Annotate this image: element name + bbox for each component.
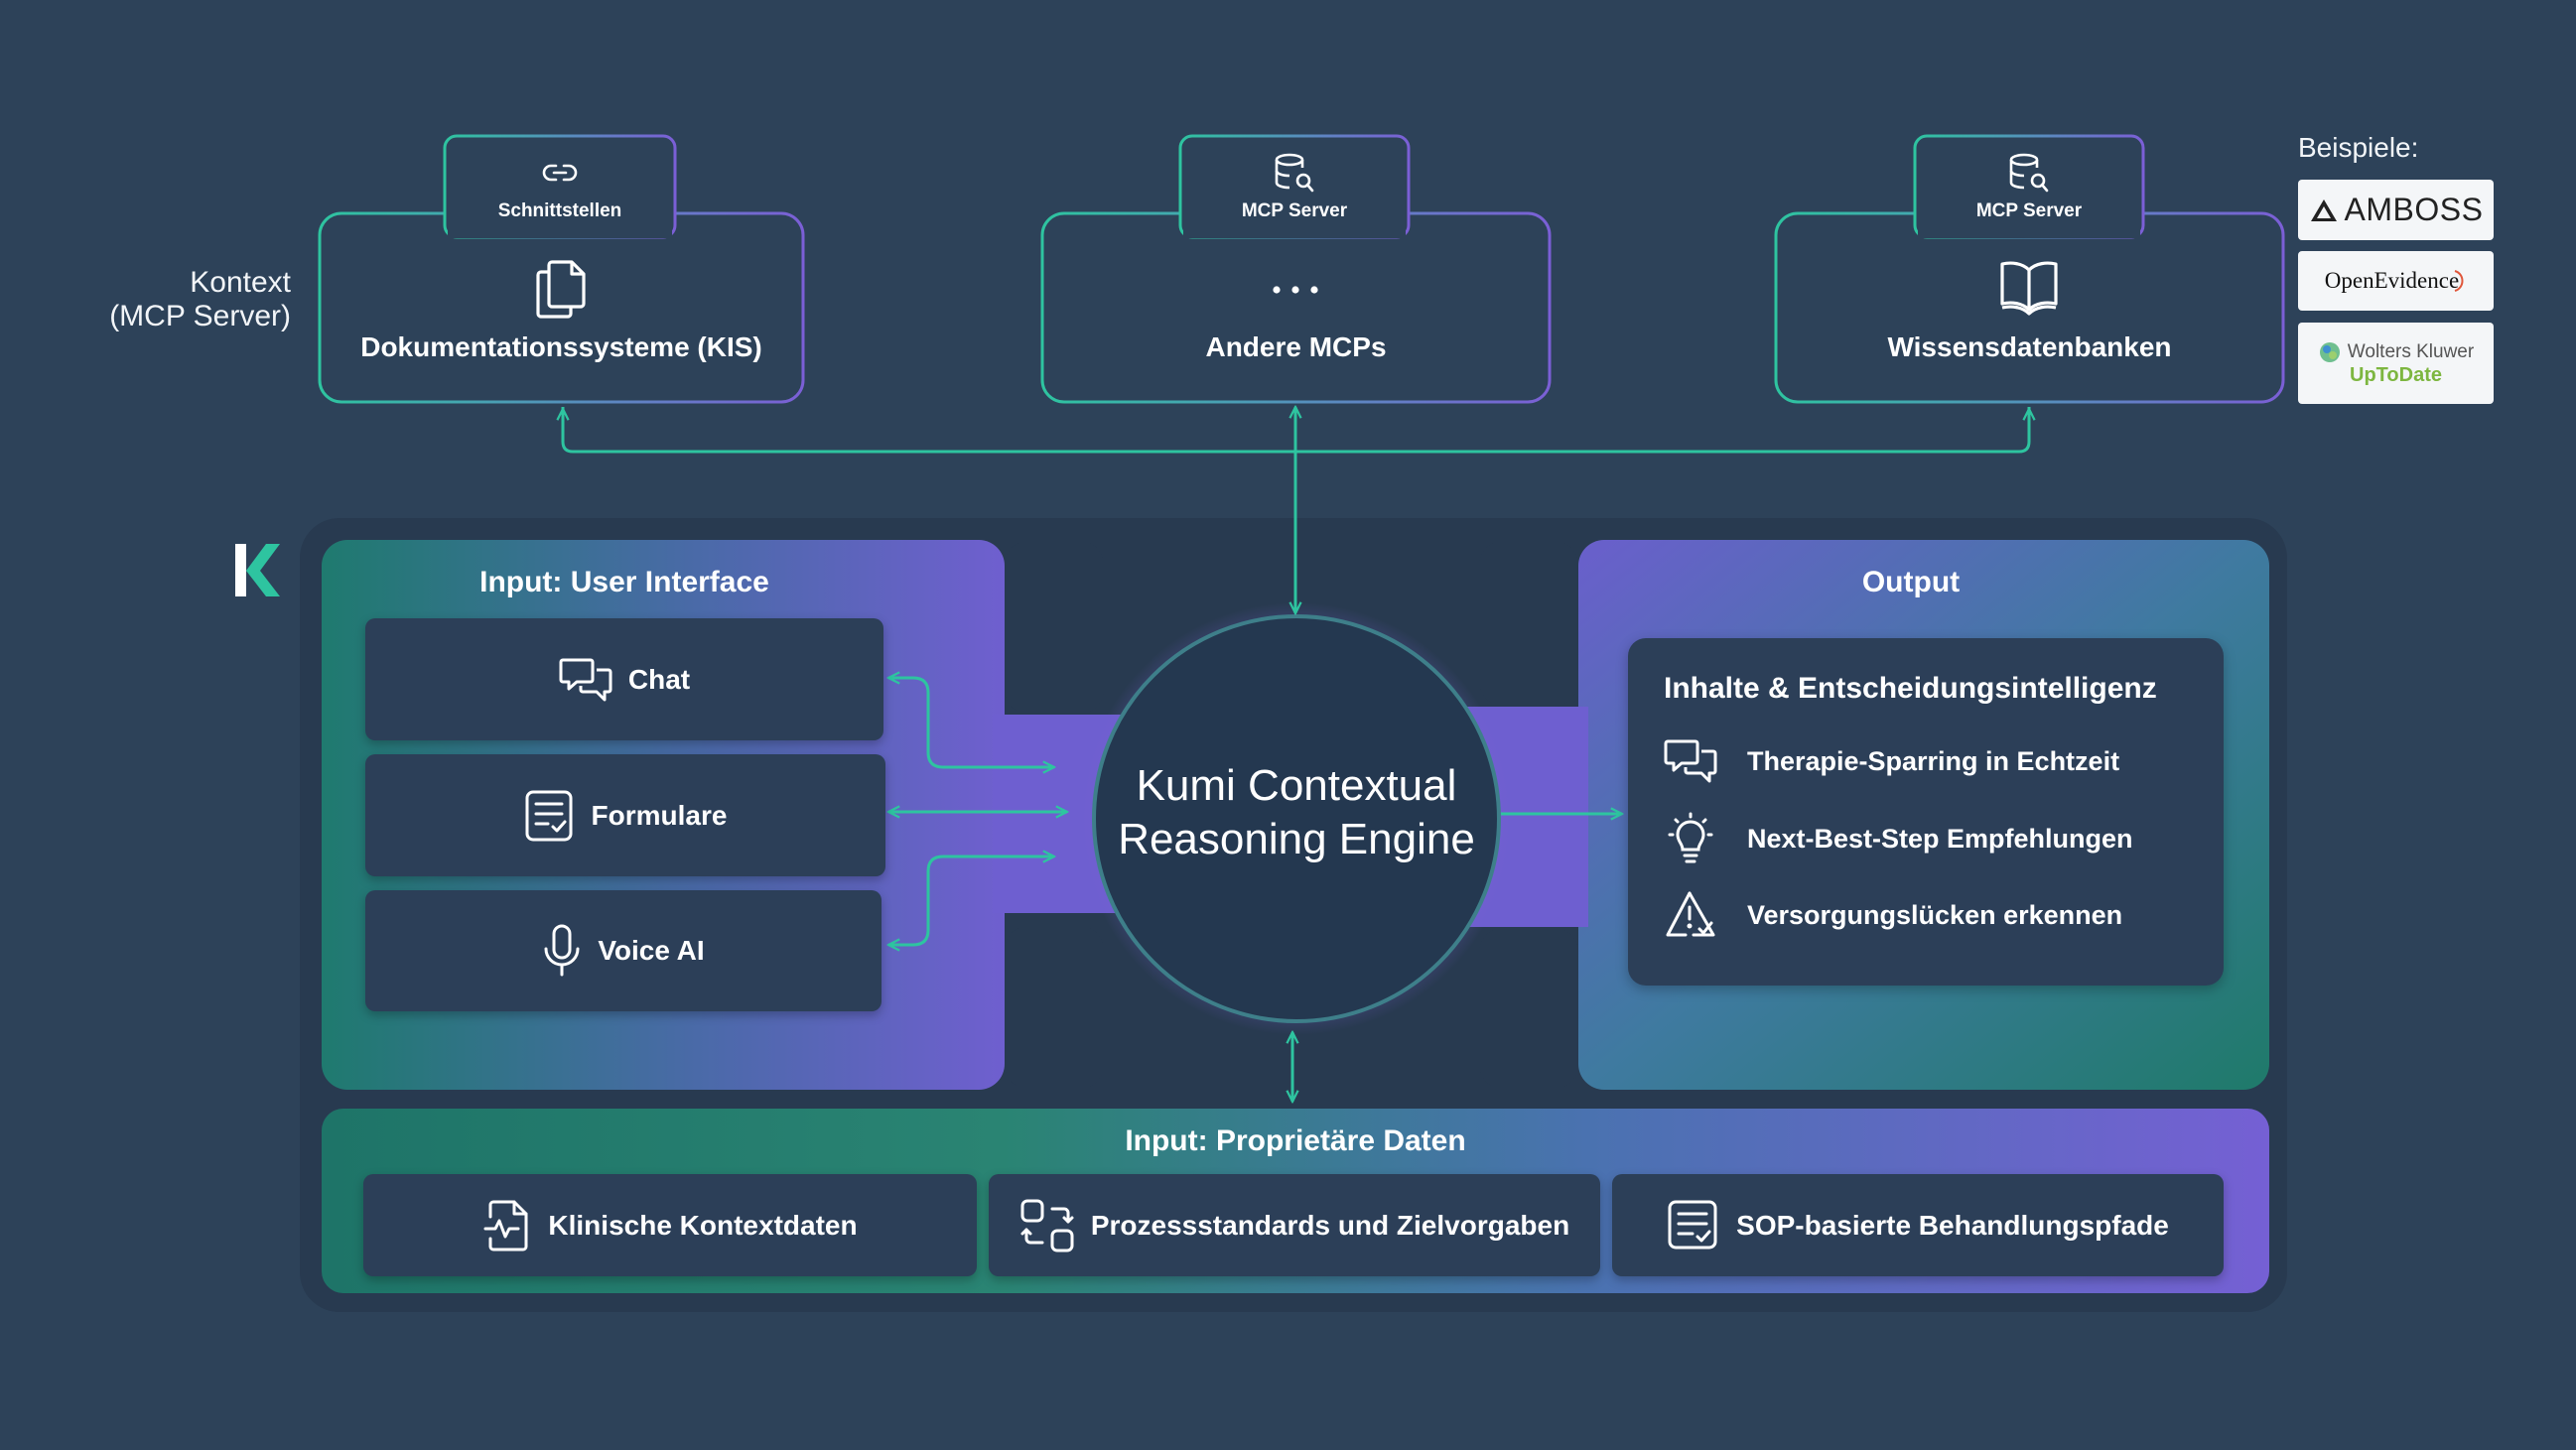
- microphone-icon: [544, 924, 580, 977]
- logo-amboss: AMBOSS: [2298, 180, 2494, 240]
- input-item-label: Voice AI: [598, 935, 705, 966]
- amboss-logo-icon: [2310, 198, 2337, 221]
- output-item-label: Therapie-Sparring in Echtzeit: [1747, 745, 2120, 776]
- output-card-title: Inhalte & Entscheidungsintelligenz: [1664, 672, 2157, 705]
- engine-circle: [1092, 614, 1501, 1023]
- logo-uptodate: Wolters Kluwer UpToDate: [2298, 323, 2494, 404]
- engine-label: Kumi Contextual Reasoning Engine: [1118, 761, 1475, 863]
- wolters-kluwer-globe-icon: [2319, 341, 2340, 362]
- checklist-icon: [1668, 1200, 1717, 1249]
- context-tab-label: MCP Server: [1975, 200, 2083, 221]
- output-title: Output: [1861, 566, 1961, 598]
- warning-check-icon: [1666, 891, 1715, 937]
- context-tab-schnittstellen: Schnittstellen: [445, 151, 675, 236]
- context-box-title: Wissensdatenbanken: [1887, 331, 2172, 362]
- proprietary-item-klinische[interactable]: Klinische Kontextdaten: [363, 1174, 977, 1276]
- context-box-mcps: [1040, 134, 1552, 404]
- ellipsis-icon: [1269, 282, 1322, 303]
- chat-bubbles-icon: [559, 658, 612, 701]
- logo-openevidence: OpenEvidence: [2298, 251, 2494, 311]
- proprietary-item-label: Prozessstandards und Zielvorgaben: [1090, 1209, 1570, 1241]
- output-item-label: Next-Best-Step Empfehlungen: [1747, 823, 2133, 854]
- output-item: Therapie-Sparring in Echtzeit: [1664, 735, 2119, 787]
- lightbulb-icon: [1668, 812, 1713, 863]
- form-icon: [525, 790, 573, 841]
- proprietary-item-label: SOP-basierte Behandlungspfade: [1736, 1209, 2169, 1241]
- documents-icon: [532, 258, 590, 325]
- pulse-document-icon: [483, 1200, 528, 1251]
- database-search-icon: [1273, 153, 1316, 199]
- context-label: Kontext (MCP Server): [109, 266, 291, 332]
- database-search-icon: [2007, 153, 2051, 199]
- input-item-formulare[interactable]: Formulare: [365, 754, 885, 876]
- output-item-label: Versorgungslücken erkennen: [1747, 899, 2123, 930]
- context-tab-mcp-server: MCP Server: [1915, 151, 2143, 236]
- proprietary-title: Input: Proprietäre Daten: [1125, 1124, 1466, 1157]
- input-item-voice-ai[interactable]: Voice AI: [365, 890, 881, 1011]
- open-book-icon: [1997, 258, 2061, 323]
- output-item: Versorgungslücken erkennen: [1664, 889, 2122, 941]
- input-item-label: Chat: [627, 663, 691, 695]
- proprietary-item-prozess[interactable]: Prozessstandards und Zielvorgaben: [989, 1174, 1600, 1276]
- context-box-title: Dokumentationssysteme (KIS): [360, 331, 762, 362]
- output-card: Inhalte & Entscheidungsintelligenz Thera…: [1628, 638, 2224, 986]
- examples-label: Beispiele:: [2298, 132, 2419, 163]
- input-item-label: Formulare: [591, 799, 728, 831]
- input-ui-title: Input: User Interface: [479, 566, 769, 598]
- chat-bubbles-icon: [1664, 739, 1717, 783]
- input-item-chat[interactable]: Chat: [365, 618, 883, 740]
- output-item: Next-Best-Step Empfehlungen: [1664, 812, 2133, 865]
- kumi-logo: [235, 544, 280, 596]
- process-icon: [1020, 1199, 1074, 1252]
- context-tab-label: MCP Server: [1241, 200, 1348, 221]
- context-tab-label: Schnittstellen: [497, 200, 622, 221]
- context-tab-mcp-server: MCP Server: [1180, 151, 1409, 236]
- proprietary-item-sop[interactable]: SOP-basierte Behandlungspfade: [1612, 1174, 2224, 1276]
- proprietary-item-label: Klinische Kontextdaten: [548, 1209, 858, 1241]
- link-icon: [540, 159, 580, 192]
- context-box-title: Andere MCPs: [1205, 331, 1387, 362]
- openevidence-swoosh-icon: [2454, 270, 2464, 292]
- connector-lines: [563, 407, 2029, 1102]
